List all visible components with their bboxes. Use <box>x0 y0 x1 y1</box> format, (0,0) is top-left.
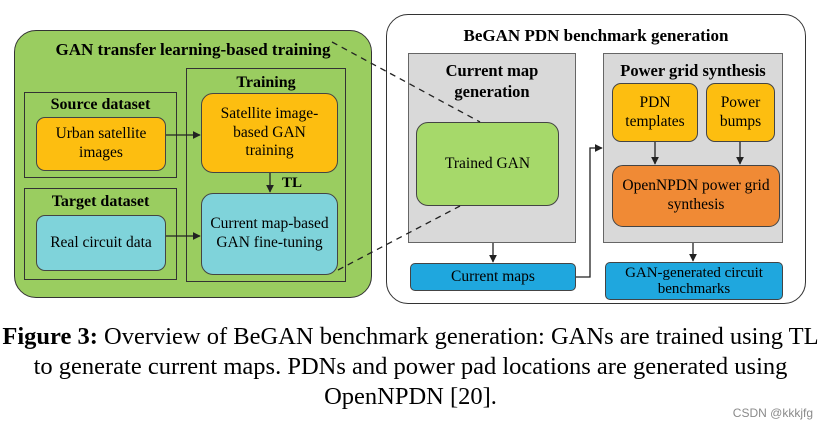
diagram: GAN transfer learning-based training Sou… <box>14 14 806 304</box>
real-circuit-box: Real circuit data <box>36 215 166 271</box>
satellite-gan-training-box: Satellite image-based GAN training <box>201 93 338 173</box>
urban-satellite-box: Urban satellite images <box>36 117 166 171</box>
power-bumps-box: Power bumps <box>706 83 775 142</box>
target-dataset-title: Target dataset <box>51 193 150 210</box>
watermark: CSDN @kkkjfg <box>732 406 813 420</box>
tl-label: TL <box>282 175 303 191</box>
trained-gan-box: Trained GAN <box>416 122 559 206</box>
connectors <box>166 41 744 278</box>
right-panel-title: BeGAN PDN benchmark generation <box>463 26 729 45</box>
figure-caption: Figure 3: Overview of BeGAN benchmark ge… <box>0 322 821 412</box>
source-dataset-title: Source dataset <box>50 96 151 113</box>
left-panel-title: GAN transfer learning-based training <box>55 40 331 59</box>
openpdn-synthesis-box: OpenNPDN power grid synthesis <box>612 165 780 227</box>
zoom-line-bottom <box>337 205 461 271</box>
pdn-templates-box: PDN templates <box>612 83 698 142</box>
training-title: Training <box>236 74 296 91</box>
training-group <box>186 68 346 282</box>
gan-finetuning-box: Current map-based GAN fine-tuning <box>201 193 338 275</box>
power-grid-title: Power grid synthesis <box>620 61 766 80</box>
target-dataset-group <box>24 188 177 280</box>
arrow-current-maps-to-power-grid <box>576 144 603 278</box>
current-maps-output: Current maps <box>410 263 576 291</box>
caption-text: Overview of BeGAN benchmark generation: … <box>33 323 819 410</box>
current-map-title: Current map generation <box>445 61 539 101</box>
gan-generated-benchmarks-output: GAN-generated circuit benchmarks <box>605 262 783 300</box>
figure-label: Figure 3: <box>2 323 98 350</box>
zoom-line-top <box>331 41 481 123</box>
